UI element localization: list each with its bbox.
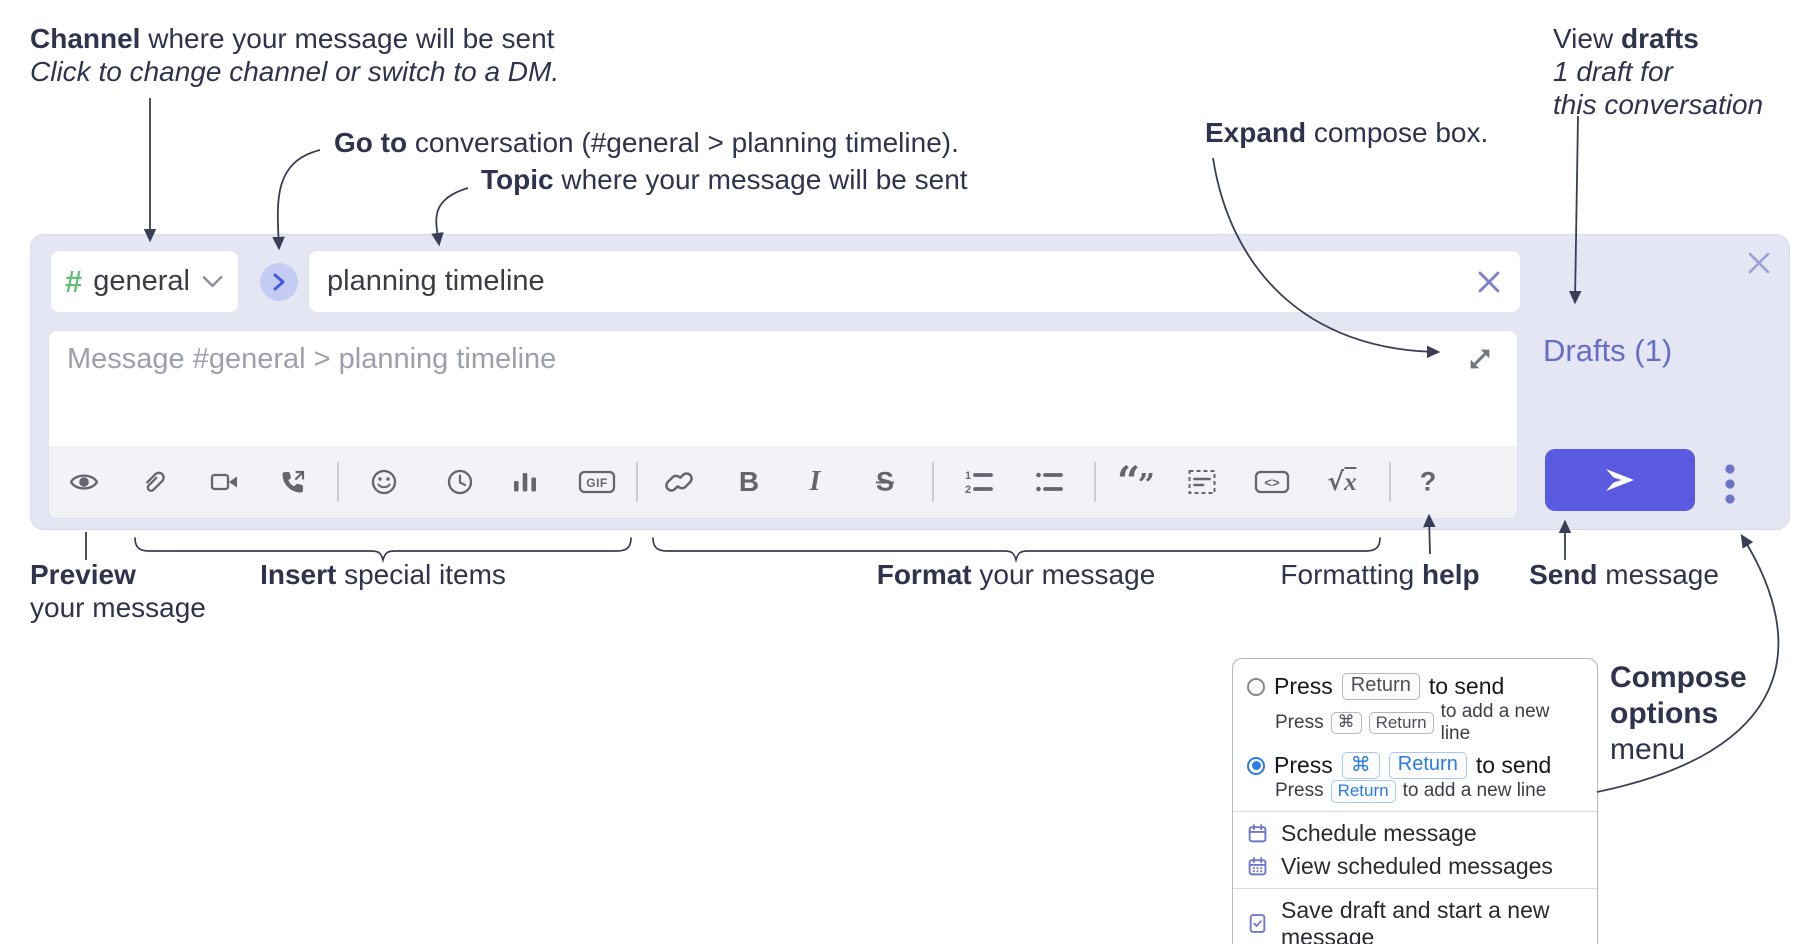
- annotation-channel-rest: where your message will be sent: [140, 23, 555, 54]
- toolbar-divider: [337, 462, 339, 502]
- toolbar-divider: [932, 462, 934, 502]
- message-input[interactable]: Message #general > planning timeline: [48, 330, 1518, 519]
- menu-item-view-scheduled-messages[interactable]: View scheduled messages: [1247, 853, 1581, 880]
- video-camera-icon: [210, 473, 237, 491]
- message-placeholder: Message #general > planning timeline: [67, 343, 557, 375]
- italic-icon: I: [809, 466, 821, 497]
- toolbar-button-bold[interactable]: B: [739, 466, 759, 498]
- channel-hash-icon: #: [65, 264, 83, 299]
- annotation-goto: Go to conversation (#general > planning …: [334, 127, 959, 158]
- save-draft-icon: [1249, 914, 1266, 933]
- bar-chart-icon: [514, 473, 536, 492]
- toolbar-button-time[interactable]: [444, 466, 476, 498]
- strikethrough-icon: S: [875, 466, 895, 497]
- radio-selected-icon[interactable]: [1247, 756, 1265, 775]
- phone-call-icon: [282, 470, 305, 493]
- toolbar-button-preview[interactable]: [67, 466, 101, 498]
- smiley-icon: [371, 469, 397, 495]
- go-to-conversation-button[interactable]: [260, 263, 298, 301]
- menu-item-save-draft[interactable]: Save draft and start a new message: [1247, 897, 1581, 944]
- toolbar-button-help[interactable]: ?: [1420, 467, 1437, 498]
- toolbar-button-link[interactable]: [663, 466, 695, 498]
- toolbar-button-audio-call[interactable]: [277, 466, 309, 498]
- radio-unselected-icon[interactable]: [1247, 677, 1265, 696]
- annotation-expand: Expand compose box.: [1205, 117, 1489, 148]
- compose-toolbar: GIF B I S: [49, 446, 1517, 518]
- send-plane-icon: [1606, 469, 1634, 491]
- radio-option-subtext: Press ⌘ Return to add a new line: [1275, 701, 1550, 744]
- clock-icon: [447, 469, 473, 495]
- annotation-formatting-help: Formatting help: [1280, 559, 1480, 590]
- clear-topic-x-icon[interactable]: [1476, 269, 1502, 295]
- toolbar-button-emoji[interactable]: [368, 466, 400, 498]
- radio-press-return-to-send[interactable]: Press Return to send: [1247, 673, 1581, 700]
- toolbar-button-poll[interactable]: [509, 466, 541, 498]
- menu-item-schedule-message[interactable]: Schedule message: [1247, 820, 1581, 847]
- compose-box: # general planning timeline Message #gen…: [30, 234, 1790, 530]
- send-button[interactable]: [1545, 449, 1695, 511]
- topic-input[interactable]: planning timeline: [308, 250, 1521, 313]
- toolbar-button-bulleted-list[interactable]: [1032, 466, 1066, 498]
- toolbar-button-gif[interactable]: GIF: [577, 466, 617, 498]
- annotation-channel-bold: Channel: [30, 23, 141, 54]
- annotation-format: Format your message: [876, 559, 1156, 590]
- annotation-compose-options: Compose options menu: [1610, 661, 1747, 766]
- radio-option-subtext: Press Return to add a new line: [1275, 780, 1547, 803]
- bulleted-list-icon: [1036, 472, 1063, 492]
- link-icon: [665, 472, 693, 492]
- drafts-link[interactable]: Drafts (1): [1543, 333, 1673, 368]
- channel-selector[interactable]: # general: [50, 250, 239, 313]
- toolbar-divider: [1389, 462, 1391, 502]
- chevron-down-icon: [202, 275, 223, 287]
- svg-text:<>: <>: [1264, 475, 1280, 490]
- annotation-view-drafts: View drafts 1 draft for this conversatio…: [1553, 23, 1764, 120]
- eye-icon: [69, 474, 99, 490]
- svg-text:2: 2: [965, 484, 971, 496]
- toolbar-button-numbered-list[interactable]: 1 2: [962, 466, 996, 498]
- question-mark-icon: ?: [1419, 466, 1437, 497]
- menu-divider: [1233, 810, 1597, 812]
- bold-icon: B: [738, 466, 760, 497]
- annotation-topic: Topic where your message will be sent: [481, 164, 968, 195]
- brace-insert: [134, 537, 632, 564]
- toolbar-button-attach[interactable]: [138, 466, 170, 498]
- toolbar-divider: [1094, 462, 1096, 502]
- toolbar-button-code[interactable]: <>: [1253, 466, 1291, 498]
- expand-compose-icon[interactable]: [1465, 344, 1495, 374]
- compose-options-kebab-button[interactable]: [1720, 461, 1740, 513]
- quote-icon: “: [1117, 458, 1141, 505]
- code-icon: <>: [1254, 470, 1290, 494]
- toolbar-button-video-call[interactable]: [208, 466, 242, 498]
- annotation-preview: Preview your message: [30, 559, 206, 623]
- svg-text:GIF: GIF: [586, 476, 608, 490]
- compose-options-menu: Press Return to send Press ⌘ Return to a…: [1232, 658, 1598, 944]
- close-compose-icon[interactable]: [1743, 247, 1775, 279]
- annotation-insert: Insert special items: [260, 559, 506, 590]
- gif-icon: GIF: [578, 470, 616, 494]
- menu-divider: [1233, 887, 1597, 889]
- toolbar-button-spoiler[interactable]: [1186, 466, 1218, 498]
- toolbar-button-strikethrough[interactable]: S: [876, 467, 894, 498]
- spoiler-icon: [1188, 470, 1216, 494]
- chevron-right-icon: [273, 273, 285, 291]
- channel-name: general: [93, 265, 190, 297]
- calendar-grid-icon: [1248, 856, 1267, 875]
- annotation-channel: Channel where your message will be sent …: [30, 22, 559, 88]
- brace-format: [652, 537, 1381, 564]
- paperclip-icon: [146, 471, 165, 492]
- topic-value: planning timeline: [327, 265, 545, 297]
- toolbar-divider: [636, 462, 638, 502]
- calendar-icon: [1248, 823, 1267, 842]
- toolbar-button-math[interactable]: √x: [1327, 467, 1357, 497]
- annotation-send-message: Send message: [1529, 559, 1719, 590]
- annotation-channel-line2: Click to change channel or switch to a D…: [30, 56, 560, 87]
- radio-press-cmd-return-to-send[interactable]: Press ⌘ Return to send: [1247, 752, 1581, 779]
- math-icon: √x: [1327, 467, 1357, 496]
- toolbar-button-italic[interactable]: I: [810, 466, 821, 498]
- svg-text:1: 1: [965, 470, 971, 482]
- numbered-list-icon: 1 2: [965, 470, 993, 496]
- toolbar-button-quote[interactable]: “ ”: [1117, 458, 1155, 505]
